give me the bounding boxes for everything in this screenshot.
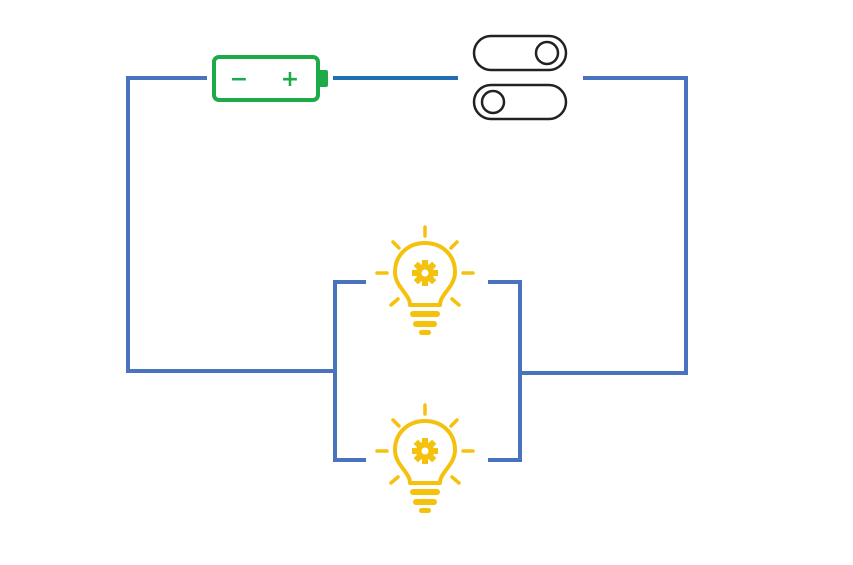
switch-top-knob — [534, 40, 560, 66]
switch-bottom-knob — [480, 89, 506, 115]
light-bulb-icon — [375, 225, 475, 337]
light-bulb-icon — [375, 403, 475, 515]
switch-top-track — [472, 34, 568, 72]
switch-bottom-track — [472, 83, 568, 121]
wire-parallel-left-branch — [333, 280, 366, 462]
toggle-switch-icon — [472, 34, 568, 121]
battery-negative-symbol: − — [230, 67, 248, 92]
wire-parallel-right-branch — [488, 280, 522, 462]
wire-right-loop — [520, 76, 688, 375]
battery-positive-symbol: + — [281, 67, 299, 92]
battery-terminal — [318, 70, 328, 87]
wire-left-loop — [126, 76, 335, 373]
battery-icon: − + — [212, 55, 328, 102]
wires — [126, 76, 688, 462]
